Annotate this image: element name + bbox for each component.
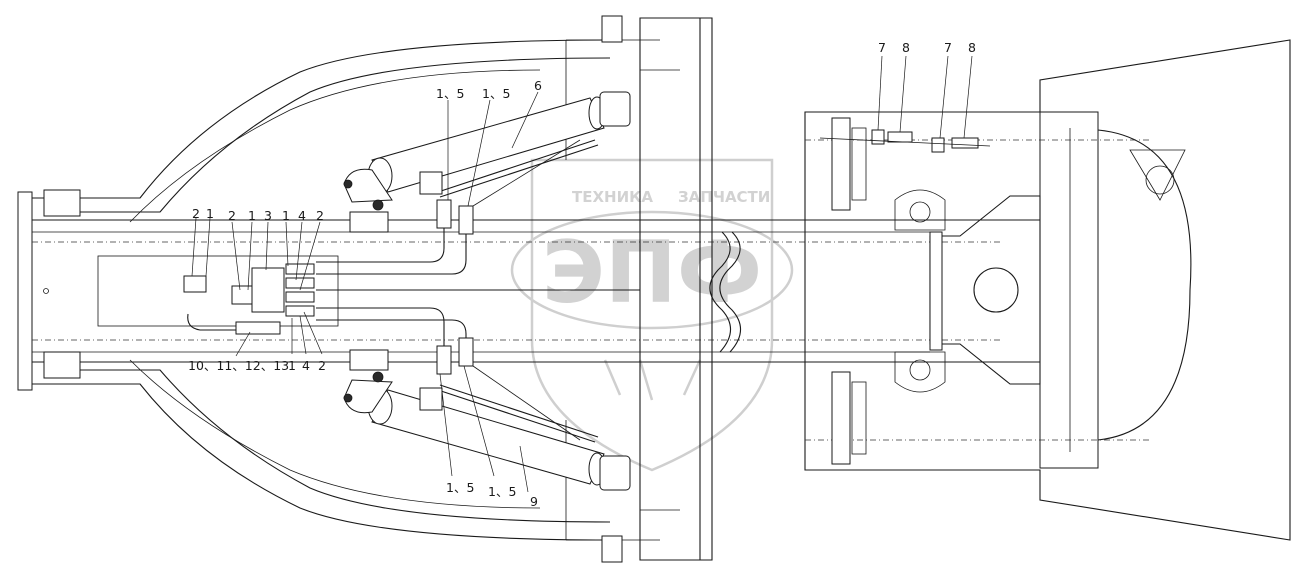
callout-valve-top-2: 1 (206, 206, 214, 221)
callout-valve-bottom-1: 1 (288, 358, 296, 373)
rear-frame (804, 39, 1291, 541)
callout-valve-bottom-2: 4 (302, 358, 310, 373)
lug-bolt-cluster-bottom (831, 371, 867, 465)
watermark-text-left: ТЕХНИКА (572, 188, 653, 206)
callout-fitting-7b: 7 (944, 40, 952, 55)
hydraulic-hoses (316, 139, 640, 441)
callout-leaders (191, 55, 973, 493)
callout-valve-top-1: 2 (192, 206, 200, 221)
chassis-frame (17, 39, 1040, 541)
bottom-steering-cylinder (343, 349, 631, 491)
callout-valve-top-4: 1 (248, 208, 256, 223)
valve-ports (285, 263, 315, 317)
watermark-text-right: ЗАПЧАСТИ (678, 188, 770, 206)
valve-mount-plate (97, 255, 339, 327)
valve-body (251, 267, 285, 313)
fittings-7-8 (819, 129, 991, 153)
top-steering-cylinder (343, 91, 631, 233)
callout-valve-top-3: 2 (228, 208, 236, 223)
callout-labels: 1、5 1、5 6 1、5 1、5 9 2 1 2 1 3 1 4 2 10、1… (188, 40, 976, 509)
callout-valve-top-7: 4 (298, 208, 306, 223)
callout-fitting-8b: 8 (968, 40, 976, 55)
callout-top-hose-b: 1、5 (482, 86, 510, 101)
bracket-bottom-left (43, 351, 81, 379)
callout-fitting-7a: 7 (878, 40, 886, 55)
callout-bottom-hose-b: 1、5 (488, 484, 516, 499)
callout-valve-bottom-3: 2 (318, 358, 326, 373)
callout-bottom-cylinder: 9 (530, 494, 538, 509)
callout-fitting-8a: 8 (902, 40, 910, 55)
callout-bottom-hose-a: 1、5 (446, 480, 474, 495)
axle-assembly (565, 15, 742, 563)
callout-valve-top-8: 2 (316, 208, 324, 223)
rear-crossplate (1039, 111, 1099, 469)
callout-top-hose-a: 1、5 (436, 86, 464, 101)
callout-valve-top-5: 3 (264, 208, 272, 223)
callout-valve-bottom-group: 10、11、12、13 (188, 358, 289, 373)
callout-top-cylinder: 6 (534, 78, 542, 93)
control-valve-block (183, 263, 315, 335)
watermark: ТЕХНИКА ЗАПЧАСТИ ЭПФ (510, 158, 794, 472)
bracket-top-left (43, 189, 81, 217)
callout-valve-top-6: 1 (282, 208, 290, 223)
lug-bolt-cluster-top (831, 117, 867, 211)
front-end-plate (17, 191, 33, 391)
